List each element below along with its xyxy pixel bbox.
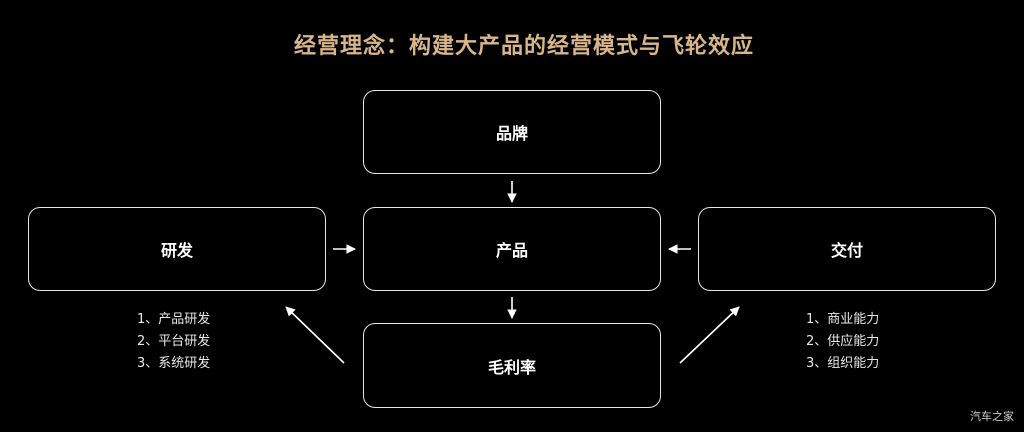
page-title: 经营理念：构建大产品的经营模式与飞轮效应 <box>293 34 754 59</box>
arrow-margin-to-delivery <box>679 306 740 364</box>
delivery-items-list: 1、商业能力 2、供应能力 3、组织能力 <box>806 309 879 375</box>
rd-item: 2、平台研发 <box>137 334 211 349</box>
product-node: 产品 <box>363 207 661 291</box>
brand-node: 品牌 <box>363 90 661 174</box>
delivery-item: 2、供应能力 <box>806 334 880 349</box>
rd-item: 1、产品研发 <box>137 312 211 327</box>
rd-item: 3、系统研发 <box>137 356 211 371</box>
delivery-item: 3、组织能力 <box>806 356 880 371</box>
delivery-item: 1、商业能力 <box>806 312 880 327</box>
delivery-node: 交付 <box>698 207 996 291</box>
margin-node: 毛利率 <box>363 323 661 408</box>
rd-items-list: 1、产品研发 2、平台研发 3、系统研发 <box>137 309 210 375</box>
watermark: 汽车之家 <box>970 410 1014 423</box>
rd-node: 研发 <box>28 207 326 291</box>
arrow-margin-to-rd <box>285 306 345 364</box>
